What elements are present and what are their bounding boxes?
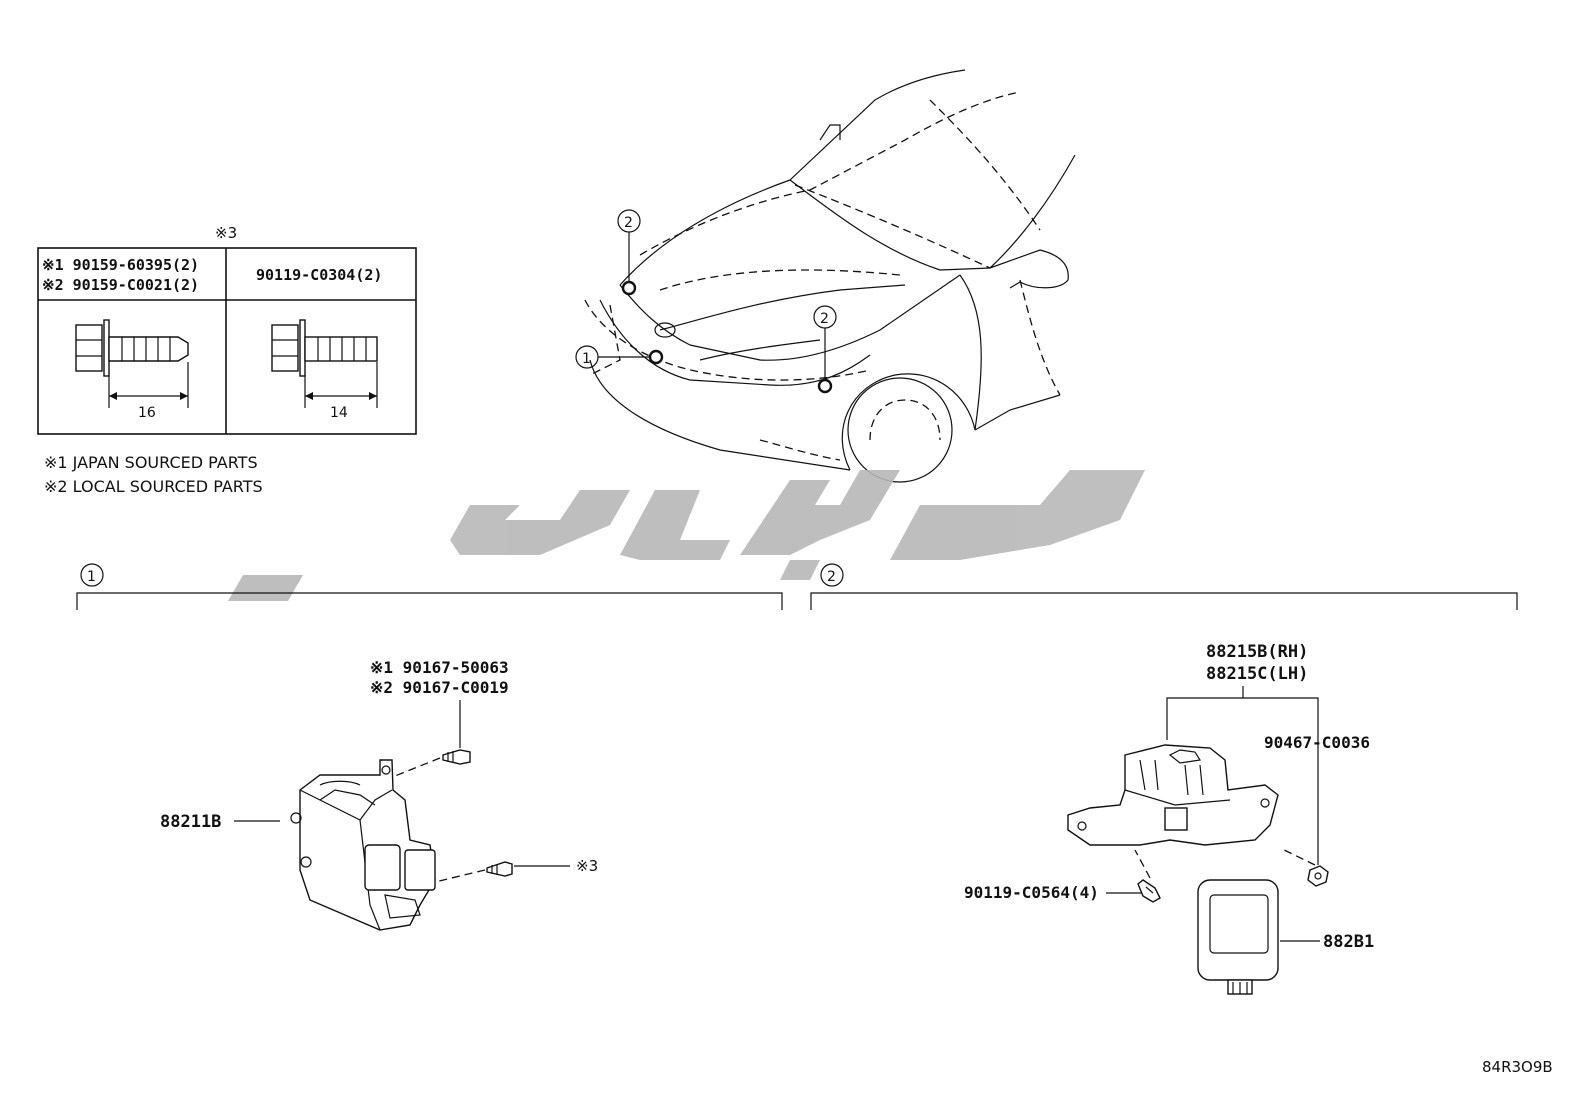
- bolt-drawing-14: 14: [271, 319, 378, 421]
- car-front-illustration: [584, 69, 1076, 483]
- bolt-spec-table: ※3 ※1 90159-60395(2) ※2 90159-C0021(2) 9…: [37, 224, 417, 435]
- callout-1-car: 1: [575, 345, 664, 369]
- ref-3-label: ※3: [576, 857, 598, 875]
- dimension-14: 14: [330, 405, 348, 421]
- bolt-small-2: [486, 861, 513, 877]
- nut-part-number: 90467-C0036: [1264, 733, 1370, 752]
- table-col1-line1: ※1 90159-60395(2): [42, 256, 199, 274]
- table-col2-line1: 90119-C0304(2): [256, 266, 382, 284]
- callout-2-lower: 2: [813, 305, 837, 394]
- bolt-part-local: ※2 90167-C0019: [370, 678, 509, 697]
- diagram-code: 84R3O9B: [1482, 1058, 1553, 1076]
- bolt-drawing-16: 16: [75, 319, 189, 421]
- dimension-16: 16: [138, 405, 156, 421]
- callout-2-upper: 2: [617, 209, 641, 296]
- module-88211b: [290, 759, 436, 931]
- callout-1-car-label: 1: [582, 351, 591, 367]
- sensor-882b1: [1197, 879, 1279, 995]
- watermark-logo: [228, 470, 1145, 601]
- section-2-marker: 2: [827, 569, 836, 585]
- table-header: ※3: [215, 224, 237, 242]
- bracket-part-lh: 88215C(LH): [1206, 664, 1308, 684]
- module-part-number: 88211B: [160, 812, 221, 832]
- table-col1-line2: ※2 90159-C0021(2): [42, 276, 199, 294]
- bolt-small-1: [442, 749, 471, 765]
- callout-2-upper-label: 2: [624, 215, 633, 231]
- section-1-marker: 1: [87, 569, 96, 585]
- note-japan-sourced: ※1 JAPAN SOURCED PARTS: [44, 453, 258, 472]
- bracket-part-rh: 88215B(RH): [1206, 642, 1308, 662]
- section-2-bracket: 2: [810, 563, 1518, 610]
- screw-part-number: 90119-C0564(4): [964, 883, 1099, 902]
- note-local-sourced: ※2 LOCAL SOURCED PARTS: [44, 477, 263, 496]
- section-1-bracket: 1: [76, 563, 783, 610]
- bolt-part-japan: ※1 90167-50063: [370, 658, 509, 677]
- callout-2-lower-label: 2: [820, 311, 829, 327]
- sensor-part-number: 882B1: [1323, 932, 1374, 952]
- bracket-88215: [1067, 744, 1279, 846]
- screw-90119-c0564: [1137, 879, 1161, 903]
- nut-90467: [1307, 865, 1329, 887]
